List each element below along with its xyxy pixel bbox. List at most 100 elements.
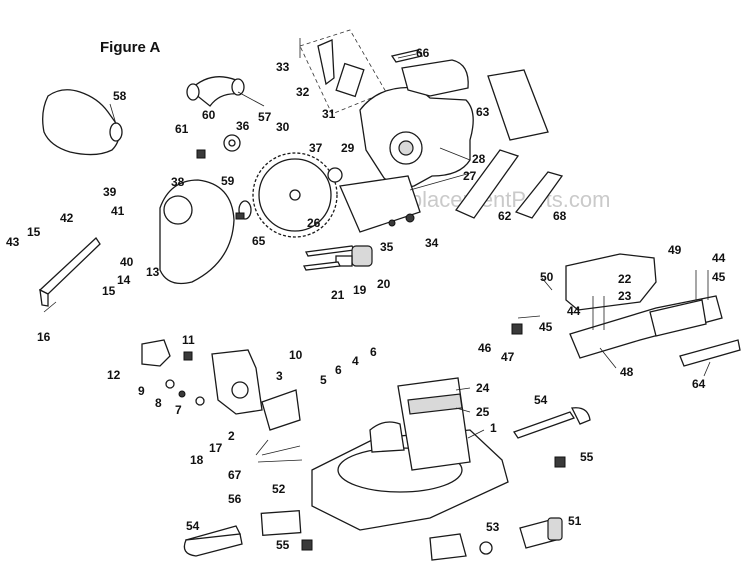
callout-67: 67 (228, 468, 242, 482)
leader-45 (517, 315, 541, 319)
callout-24: 24 (476, 381, 490, 395)
callout-16: 16 (37, 330, 51, 344)
knob-55-left-drawing (301, 539, 313, 551)
fence-49-drawing (565, 253, 657, 311)
callout-44b: 44 (567, 304, 581, 318)
nut-9-drawing (165, 379, 175, 389)
link-arm-drawing (38, 237, 101, 295)
screw-61-drawing (196, 149, 206, 159)
lower-guard-hub-drawing (163, 195, 193, 225)
callout-33: 33 (276, 60, 290, 74)
rod-54-right-end-drawing (571, 407, 591, 425)
washer-35-drawing (388, 219, 396, 227)
callout-23: 23 (618, 289, 632, 303)
callout-22: 22 (618, 272, 632, 286)
leader-16 (43, 301, 57, 313)
callout-57: 57 (258, 110, 272, 124)
callout-13: 13 (146, 265, 160, 279)
callout-42: 42 (60, 211, 74, 225)
callout-18: 18 (190, 453, 204, 467)
leader-27 (409, 171, 475, 191)
callout-35: 35 (380, 240, 394, 254)
callout-41: 41 (111, 204, 125, 218)
callout-58: 58 (113, 89, 127, 103)
table-insert-drawing (369, 421, 405, 453)
spring-20-drawing (351, 245, 373, 267)
callout-8: 8 (155, 396, 162, 410)
leader-1 (467, 429, 485, 439)
screw-7-drawing (195, 396, 205, 406)
knob-55-right-drawing (554, 456, 566, 468)
callout-25: 25 (476, 405, 490, 419)
callout-38: 38 (171, 175, 185, 189)
callout-15b: 15 (102, 284, 116, 298)
callout-7: 7 (175, 403, 182, 417)
callout-56: 56 (228, 492, 242, 506)
leader-66 (397, 53, 417, 59)
callout-29: 29 (341, 141, 355, 155)
callout-5: 5 (320, 373, 327, 387)
washer-60-hole-drawing (228, 139, 236, 147)
bevel-bracket-hole-drawing (231, 381, 249, 399)
rod-26-drawing (305, 245, 355, 257)
callout-9: 9 (138, 384, 145, 398)
callout-32: 32 (296, 85, 310, 99)
callout-15a: 15 (27, 225, 41, 239)
callout-54b: 54 (186, 519, 200, 533)
leader-67a (255, 439, 269, 456)
pin-21-drawing (303, 261, 341, 271)
callout-1: 1 (490, 421, 497, 435)
washer-8-drawing (178, 390, 186, 398)
callout-27: 27 (463, 169, 477, 183)
callout-19: 19 (353, 283, 367, 297)
handle-51-grip-drawing (547, 517, 563, 541)
callout-11: 11 (182, 333, 195, 347)
callout-labels: 58 61 60 36 57 33 32 30 31 66 63 29 37 2… (6, 46, 726, 552)
callout-28: 28 (472, 152, 486, 166)
leader-67c (257, 459, 303, 463)
fence-48-face-drawing (649, 299, 707, 337)
callout-63: 63 (476, 105, 490, 119)
nut-37-drawing (327, 167, 343, 183)
callout-43: 43 (6, 235, 20, 249)
dust-elbow-outlet-drawing (231, 78, 245, 96)
bushing-19-drawing (335, 255, 353, 267)
callout-64: 64 (692, 377, 706, 391)
motor-arbor-drawing (398, 140, 414, 156)
callout-68: 68 (553, 209, 567, 223)
callout-45b: 45 (539, 320, 553, 334)
lock-53-knob-drawing (479, 541, 493, 555)
callout-34: 34 (425, 236, 439, 250)
callout-26: 26 (307, 216, 321, 230)
callout-6a: 6 (335, 363, 342, 377)
callout-44a: 44 (712, 251, 726, 265)
saw-blade-arbor-drawing (289, 189, 301, 201)
dust-bag-port-drawing (109, 122, 123, 142)
washer-11-drawing (183, 351, 193, 361)
callout-48: 48 (620, 365, 634, 379)
lock-53-drawing (429, 533, 467, 561)
callout-39: 39 (103, 185, 117, 199)
bevel-lock-12-drawing (141, 339, 171, 367)
callout-55b: 55 (276, 538, 290, 552)
pivot-arm-drawing (339, 175, 421, 233)
callout-36: 36 (236, 119, 250, 133)
leader-48 (599, 347, 617, 369)
label-62-drawing (454, 149, 520, 219)
bolt-65-drawing (235, 212, 245, 220)
leader-28 (439, 147, 471, 161)
callout-2: 2 (228, 429, 235, 443)
knob-46-drawing (511, 323, 523, 335)
leader-25 (455, 407, 471, 413)
callout-14: 14 (117, 273, 131, 287)
callout-46: 46 (478, 341, 492, 355)
callout-6b: 6 (370, 345, 377, 359)
leader-67b (261, 445, 301, 456)
callout-54a: 54 (534, 393, 548, 407)
callout-55a: 55 (580, 450, 594, 464)
callout-50: 50 (540, 270, 554, 284)
callout-4: 4 (352, 354, 359, 368)
dust-bag-drawing (42, 89, 120, 156)
callout-20: 20 (377, 277, 391, 291)
